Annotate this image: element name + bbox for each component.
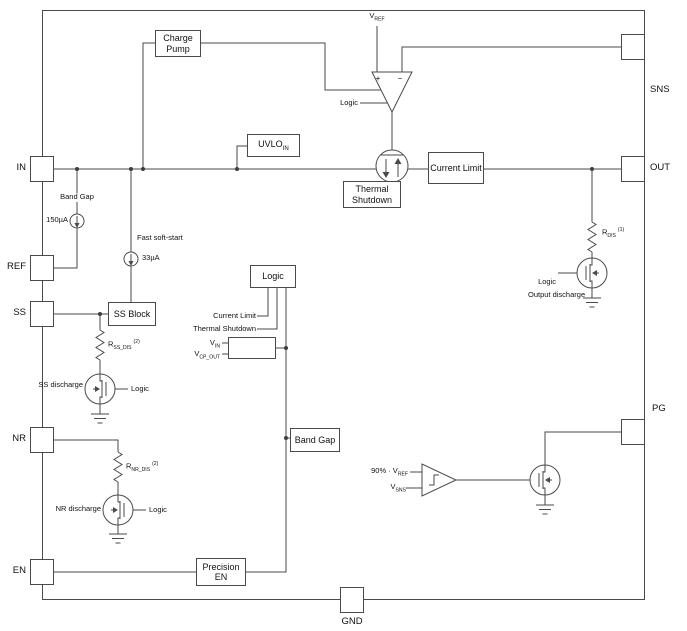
thermal-shutdown-block: Thermal Shutdown — [343, 181, 401, 208]
pin-sns — [621, 34, 645, 60]
precision-en-block: Precision EN — [196, 558, 246, 586]
ground-symbol-pg — [536, 504, 554, 515]
fast-soft-start-label: Fast soft-start — [137, 233, 183, 242]
wire-nr-discharge — [54, 439, 146, 534]
current-source-33ua — [123, 251, 139, 267]
cp-comparator-block — [228, 337, 276, 359]
uvlo-block: UVLOIN — [247, 134, 300, 157]
pin-gnd-label: GND — [341, 616, 363, 627]
pin-pg-label: PG — [652, 403, 666, 414]
band-gap-block: Band Gap — [290, 428, 340, 452]
wire-bandgap-current — [54, 169, 78, 269]
ground-symbols — [91, 297, 601, 544]
vsns-label: VSNS — [390, 482, 407, 494]
vcp-out-label: VCP_OUT — [194, 349, 220, 361]
wire-charge-pump-output — [200, 42, 381, 91]
resistors — [95, 221, 597, 483]
wire-charge-pump-input — [142, 42, 155, 169]
output-discharge-logic-label: Logic — [538, 277, 556, 286]
ground-symbol-output — [583, 297, 601, 308]
current-150ua-label: 150µA — [46, 215, 68, 224]
error-amplifier — [371, 71, 413, 114]
logic-input-thermal-shutdown-label: Thermal Shutdown — [193, 324, 256, 333]
vref-label: VREF — [369, 11, 385, 23]
charge-pump-block: Charge Pump — [155, 30, 201, 57]
logic-input-current-limit-label: Current Limit — [213, 311, 256, 320]
ss-discharge-label: SS discharge — [38, 380, 83, 389]
pin-en-label: EN — [12, 565, 26, 576]
rdis-label: RDIS(1) — [602, 227, 625, 239]
pin-pg — [621, 419, 645, 445]
bandgap-source-label: Band Gap — [56, 192, 98, 202]
wire-logic-inputs — [257, 288, 278, 330]
pin-nr — [30, 427, 54, 453]
output-discharge-fet — [576, 257, 608, 289]
output-discharge-label: Output discharge — [528, 290, 586, 299]
wire-output-discharge — [558, 169, 593, 298]
pin-ref — [30, 255, 54, 281]
wire-uvlo-tap — [236, 145, 248, 169]
ss-logic-label: Logic — [131, 384, 149, 393]
pin-nr-label: NR — [12, 433, 26, 444]
resistor-rss-dis — [95, 329, 105, 361]
current-source-150ua — [69, 213, 85, 229]
wire-comparator-inputs — [406, 471, 422, 489]
resistor-rdis — [587, 221, 597, 253]
pin-sns-label: SNS — [650, 84, 670, 95]
wires — [54, 26, 621, 573]
wire-ss-discharge — [99, 314, 128, 414]
pg-threshold-label: 90% · VREF — [371, 466, 408, 478]
current-33ua-label: 33µA — [142, 253, 160, 262]
pin-gnd — [340, 587, 364, 613]
pin-in-label: IN — [16, 162, 27, 173]
nr-discharge-label: NR discharge — [55, 504, 101, 513]
pin-en — [30, 559, 54, 585]
pg-comparator — [421, 463, 458, 497]
rnr-dis-label: RNR_DIS(2) — [126, 461, 159, 473]
nr-discharge-fet — [102, 494, 134, 526]
amp-minus-sign: − — [397, 74, 403, 83]
pg-fet — [529, 464, 561, 496]
wire-pg — [544, 431, 621, 505]
hysteresis-icon — [429, 474, 439, 486]
pin-ref-label: REF — [7, 261, 26, 272]
resistor-rnr-dis — [113, 451, 123, 483]
amp-plus-sign: + — [375, 74, 381, 83]
rss-dis-label: RSS_DIS(2) — [108, 339, 140, 351]
pin-ss-label: SS — [13, 307, 26, 318]
amp-logic-label: Logic — [340, 98, 358, 107]
logic-block: Logic — [250, 265, 296, 288]
ground-symbol-nr — [109, 533, 127, 544]
pin-out-label: OUT — [650, 162, 671, 173]
vin-label: VIN — [209, 338, 220, 350]
pin-out — [621, 156, 645, 182]
junction-dots — [75, 167, 594, 440]
pin-ss — [30, 301, 54, 327]
pin-in — [30, 156, 54, 182]
current-limit-block: Current Limit — [428, 152, 484, 184]
ss-discharge-fet — [84, 373, 116, 405]
nr-logic-label: Logic — [149, 505, 167, 514]
ground-symbol-ss — [91, 413, 109, 424]
wire-vbox-inputs — [222, 342, 228, 355]
wire-sns-feedback — [401, 46, 621, 72]
ss-block: SS Block — [108, 302, 156, 326]
